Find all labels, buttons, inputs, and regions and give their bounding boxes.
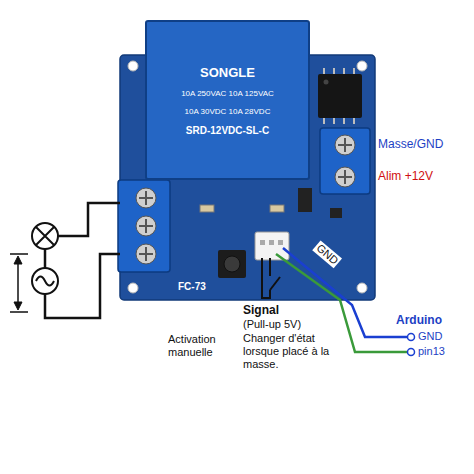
pcb-board-part [357,283,367,293]
button-label: Activation manuelle [168,333,236,359]
load-circuit-part [17,260,19,306]
power-terminal-block-part [338,138,352,184]
power-terminal-block-part [320,128,370,194]
load-circuit-part [14,256,22,310]
note: (Pull-up 5V) [243,318,301,331]
board-name: Arduino [396,313,442,327]
load-circuit-part [36,227,54,245]
pin-label: GND [418,330,442,343]
optocoupler-chip-part [324,68,354,124]
push-button [218,250,246,278]
pcb-board-part [128,283,138,293]
signal-connector-part [255,232,289,260]
arduino-wires-part [408,349,415,356]
arduino-wires-part [283,248,407,337]
signal-name: Signal [243,303,279,317]
optocoupler-chip-part [318,74,362,118]
load-circuit-part [32,268,58,294]
output-terminal-block [118,180,170,272]
signal-connector-part [269,240,274,245]
signal-connector-part [260,240,265,245]
optocoupler-chip-part [324,80,329,85]
load-circuit-part [45,254,120,318]
output-terminal-block-part [139,191,153,261]
relay-marking: 10A 250VAC 10A 125VAC [181,89,274,98]
relay-marking: SRD-12VDC-SL-C [186,125,269,136]
pin-label: Masse/GND [378,137,443,151]
relay-body: SONGLE 10A 250VAC 10A 125VAC 10A 30VDC 10A… [145,20,310,180]
pcb-board-part [128,61,138,71]
load-circuit-part [36,277,54,286]
jumper-and-parts [200,188,342,218]
load-circuit-part [32,223,58,249]
note: Changer d'état lorsque placé à la masse. [243,332,335,372]
arduino-wires-part [408,334,415,341]
ground-switch-part [262,258,270,298]
push-button-part [224,256,240,272]
jumper-and-parts-part [270,205,284,212]
ground-switch-part [269,258,271,276]
board-marking: FC-73 [178,281,206,292]
jumper-and-parts-part [330,208,342,218]
power-terminal-block [320,128,370,194]
ground-switch [262,258,280,298]
load-circuit-part [10,254,28,312]
pin-label: Alim +12V [378,169,433,183]
pcb-board-part [357,61,367,71]
relay-marking: 10A 30VDC 10A 28VDC [185,107,271,116]
load-circuit-part [44,249,47,268]
output-terminal-block-part [118,180,170,272]
load-circuit [10,203,120,318]
jumper-and-parts-part [298,188,312,212]
signal-connector [255,232,289,260]
brand-name: SONGLE [200,65,255,80]
jumper-and-parts-part [200,205,214,212]
ground-switch-part [270,277,280,290]
signal-connector-part [278,240,283,245]
push-button-part [218,250,246,278]
optocoupler-chip [318,68,362,124]
load-circuit-part [58,203,120,236]
pin-label: pin13 [418,345,445,358]
